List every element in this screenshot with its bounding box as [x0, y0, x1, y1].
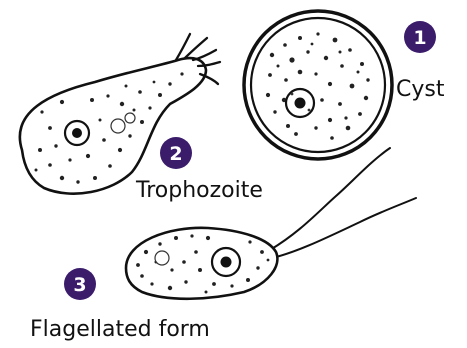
- cyst-illustration: [244, 11, 392, 159]
- stage-1-label: Cyst: [396, 77, 445, 102]
- stage-2-label: Trophozoite: [135, 178, 263, 203]
- stage-1-number: 1: [413, 27, 426, 49]
- stage-2-badge: 2: [160, 137, 192, 169]
- flagellated-form-illustration: [126, 148, 416, 299]
- stage-3-badge: 3: [64, 268, 96, 300]
- trophozoite-illustration: [20, 34, 220, 194]
- stage-1-badge: 1: [404, 21, 436, 53]
- flagella: [270, 148, 416, 258]
- stage-3-label: Flagellated form: [30, 317, 210, 342]
- stage-3-number: 3: [73, 274, 86, 296]
- stage-2-number: 2: [169, 143, 182, 165]
